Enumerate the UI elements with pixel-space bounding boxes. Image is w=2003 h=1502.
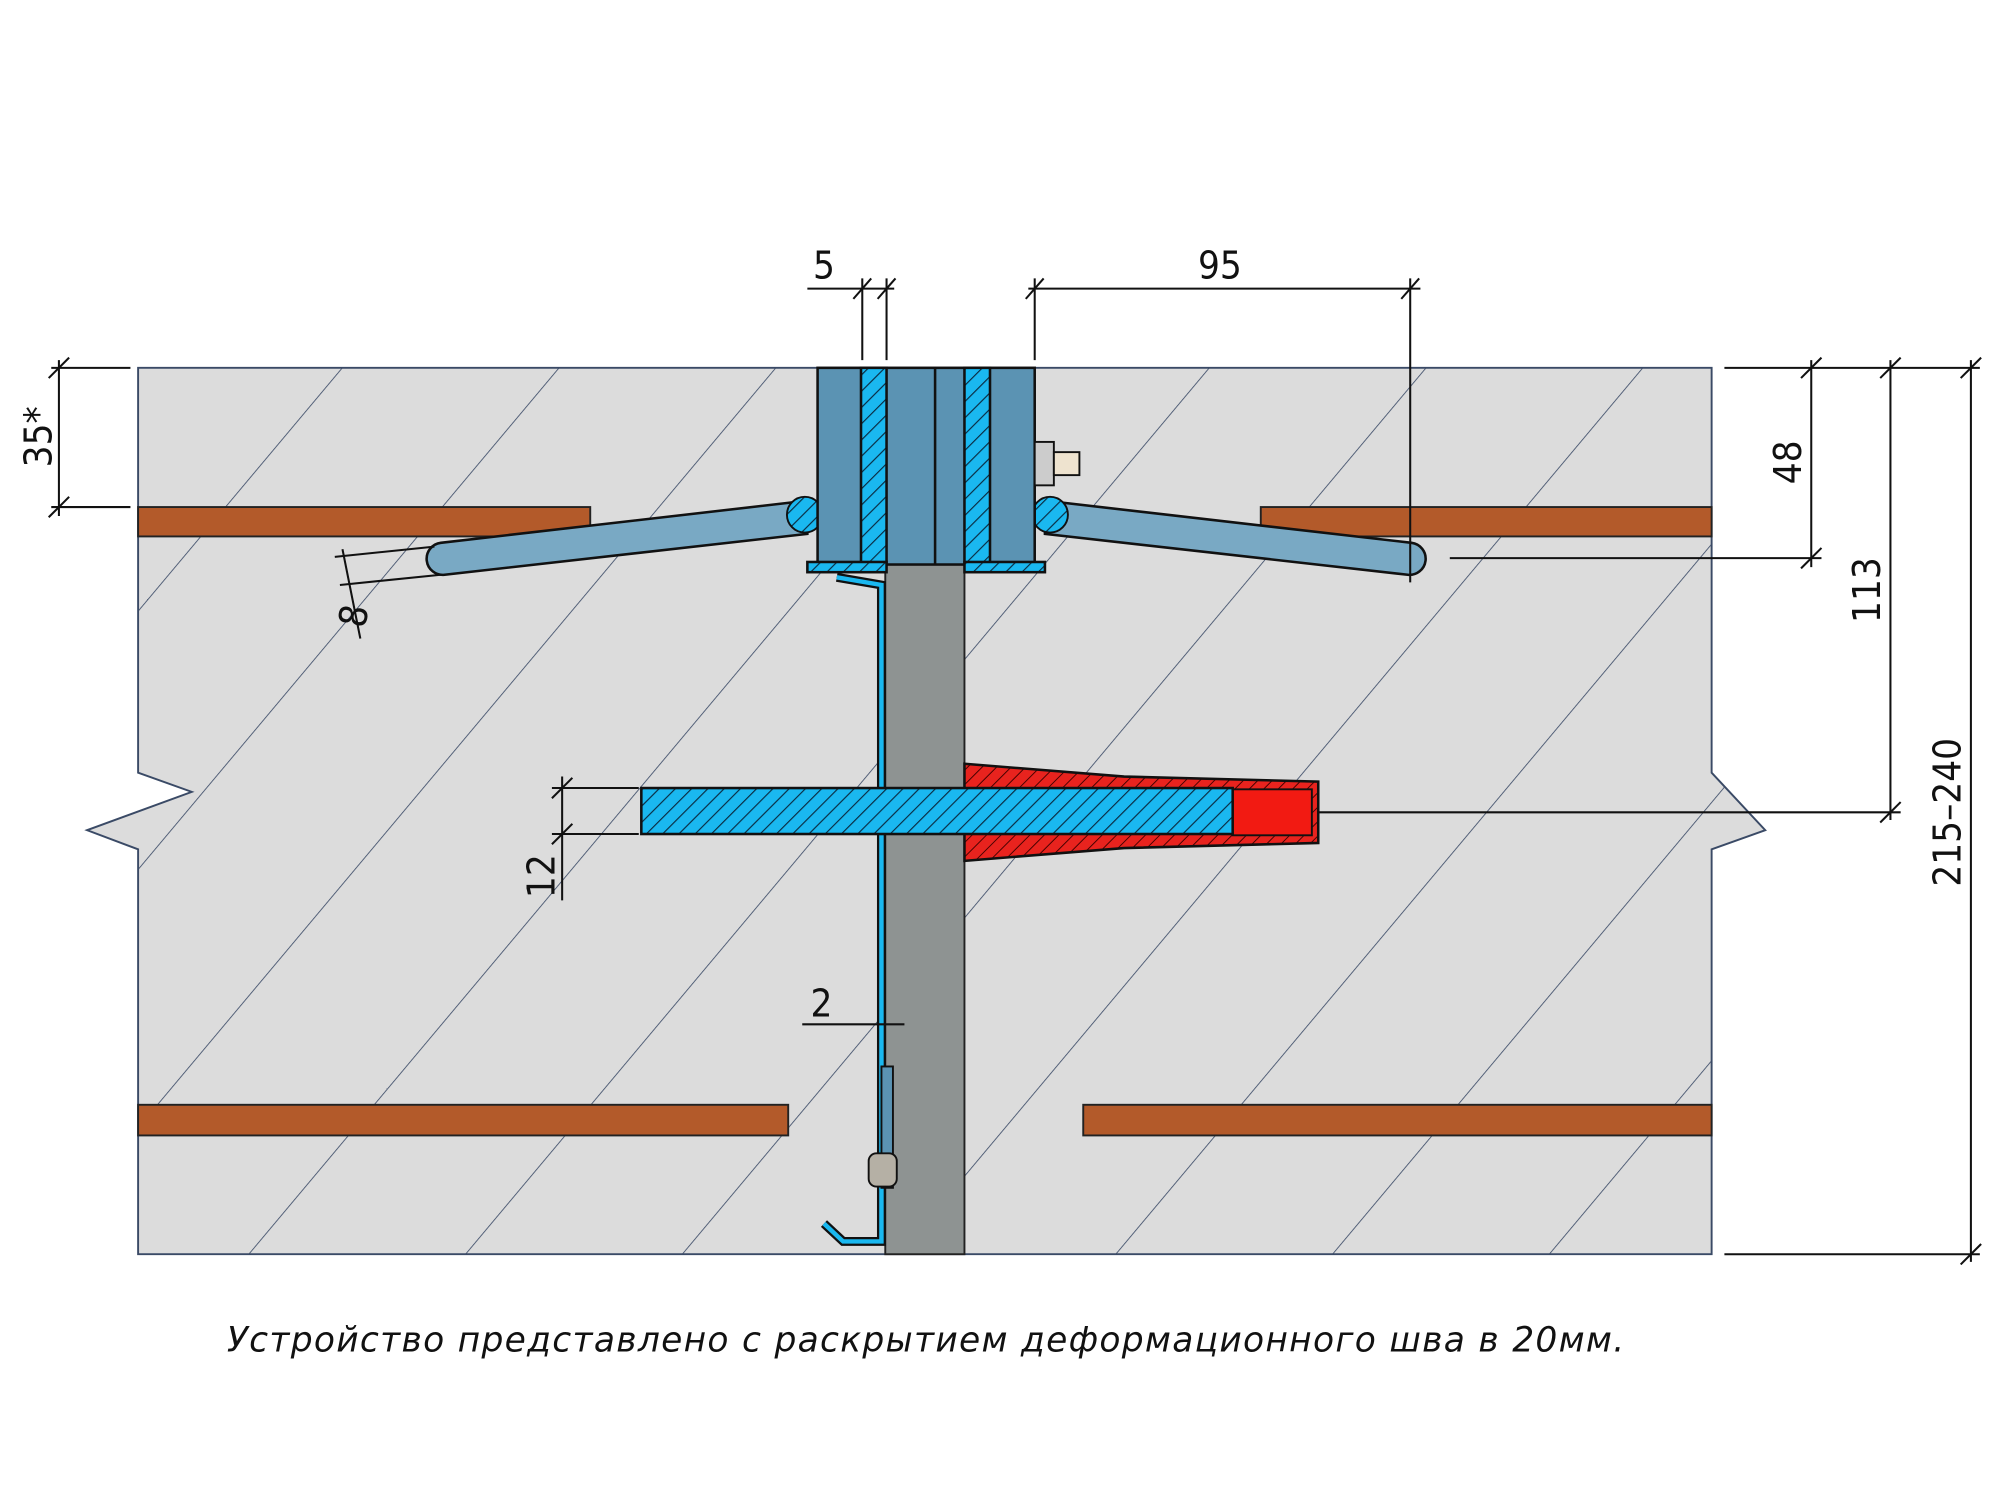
joint-profile-block: [806, 366, 1047, 574]
bolt-nut: [1033, 440, 1081, 487]
dim-bar-depth: 113: [1845, 557, 1890, 623]
dim-anchor-depth: 48: [1766, 440, 1811, 484]
rebar-bottom-left: [137, 1103, 790, 1137]
joint-gap-filler: [884, 561, 966, 1256]
dim-bar-thickness: 12: [519, 854, 564, 898]
dim-slab-thickness: 215–240: [1926, 738, 1971, 887]
dim-anchor-length: 95: [1198, 243, 1242, 288]
rebar-top-left: [137, 506, 592, 538]
dimension-lines: [47, 277, 1982, 1266]
dowel-bar: [640, 786, 1234, 836]
dim-top-gap: 5: [813, 243, 835, 288]
sleeve-end-cap: [1231, 788, 1313, 837]
dim-profile-thickness: 2: [810, 982, 832, 1027]
weld-right: [1031, 495, 1069, 534]
anchor-left: [425, 499, 809, 577]
drawing-caption: Устройство представлено с раскрытием деф…: [227, 1320, 1626, 1360]
dim-cover-top: 35*: [16, 406, 61, 467]
rebar-top-right: [1259, 506, 1713, 538]
rebar-bottom-right: [1082, 1103, 1713, 1137]
profile-clip: [880, 1065, 894, 1189]
profile-fastener: [867, 1152, 898, 1188]
